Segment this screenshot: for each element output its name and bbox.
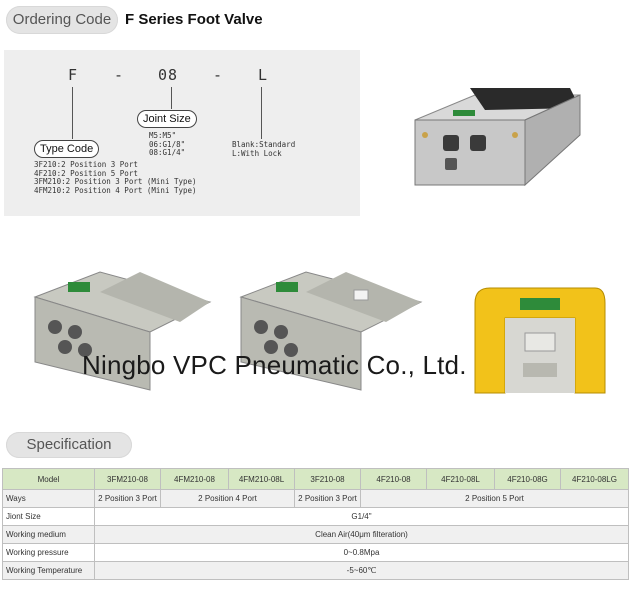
- foot-valve-guarded-image: [474, 287, 606, 394]
- table-cell: 2 Position 3 Port: [94, 489, 161, 508]
- specification-table: Model 3FM210-08 4FM210-08 4FM210-08L 3F2…: [2, 468, 629, 580]
- lock-options: Blank:Standard L:With Lock: [232, 140, 296, 158]
- table-header-cell: 4FM210-08: [160, 468, 229, 490]
- foot-valve-grey-image: [33, 271, 212, 391]
- code-type-seg: F: [68, 66, 79, 84]
- table-row-medium: Working medium Clean Air(40μm filteratio…: [2, 525, 629, 544]
- joint-size-option: 08:G1/4": [149, 148, 186, 157]
- table-header-cell: 4F210-08L: [426, 468, 495, 490]
- table-row-pressure: Working pressure 0~0.8Mpa: [2, 543, 629, 562]
- table-cell: -5~60℃: [94, 561, 629, 580]
- table-header-cell: Model: [2, 468, 95, 490]
- ordering-code-pill: Ordering Code: [6, 6, 118, 34]
- joint-size-option: 06:G1/8": [149, 139, 186, 149]
- type-connector-line: [72, 87, 73, 139]
- joint-size-label: Joint Size: [137, 110, 197, 128]
- series-title: F Series Foot Valve: [125, 11, 263, 28]
- foot-valve-aluminium-image: [414, 88, 581, 187]
- type-code-option: 4FM210:2 Position 4 Port (Mini Type): [34, 185, 197, 195]
- table-cell: Clean Air(40μm filteration): [94, 525, 629, 544]
- table-header-cell: 4F210-08LG: [560, 468, 629, 490]
- code-dash-1: -: [114, 66, 125, 84]
- table-header-cell: 3FM210-08: [94, 468, 161, 490]
- table-header-cell: 3F210-08: [294, 468, 361, 490]
- table-row-joint-size: Jiont Size G1/4": [2, 507, 629, 526]
- table-cell: 2 Position 3 Port: [294, 489, 361, 508]
- table-header-cell: 4FM210-08L: [228, 468, 295, 490]
- type-code-option: 4F210:2 Position 5 Port: [34, 168, 138, 178]
- table-row-temperature: Working Temperature -5~60℃: [2, 561, 629, 580]
- foot-valve-lock-image: [239, 271, 423, 391]
- type-code-label: Type Code: [34, 140, 100, 158]
- row-label: Ways: [2, 489, 95, 508]
- type-code-option: 3FM210:2 Position 3 Port (Mini Type): [34, 177, 197, 186]
- lock-option: L:With Lock: [232, 148, 282, 158]
- type-code-options: 3F210:2 Position 3 Port 4F210:2 Position…: [34, 160, 197, 195]
- table-cell: G1/4": [94, 507, 629, 526]
- table-header-row: Model 3FM210-08 4FM210-08 4FM210-08L 3F2…: [2, 468, 629, 490]
- table-cell: 2 Position 5 Port: [360, 489, 629, 508]
- table-cell: 0~0.8Mpa: [94, 543, 629, 562]
- table-cell: 2 Position 4 Port: [160, 489, 295, 508]
- joint-connector-line: [171, 87, 172, 109]
- ordering-code-diagram: F - 08 - L Joint Size M5:M5" 06:G1/8" 08…: [4, 50, 360, 216]
- joint-size-option: M5:M5": [149, 131, 177, 140]
- row-label: Jiont Size: [2, 507, 95, 526]
- joint-size-options: M5:M5" 06:G1/8" 08:G1/4": [149, 131, 186, 158]
- row-label: Working medium: [2, 525, 95, 544]
- row-label: Working pressure: [2, 543, 95, 562]
- table-header-cell: 4F210-08: [360, 468, 427, 490]
- code-lock-seg: L: [258, 66, 269, 84]
- specification-pill: Specification: [6, 432, 132, 458]
- code-joint-seg: 08: [158, 66, 179, 84]
- company-watermark: Ningbo VPC Pneumatic Co., Ltd.: [82, 350, 467, 380]
- table-header-cell: 4F210-08G: [494, 468, 561, 490]
- table-row-ways: Ways 2 Position 3 Port 2 Position 4 Port…: [2, 489, 629, 508]
- row-label: Working Temperature: [2, 561, 95, 580]
- lock-option: Blank:Standard: [232, 140, 296, 149]
- lock-connector-line: [261, 87, 262, 139]
- type-code-option: 3F210:2 Position 3 Port: [34, 160, 138, 169]
- code-dash-2: -: [213, 66, 224, 84]
